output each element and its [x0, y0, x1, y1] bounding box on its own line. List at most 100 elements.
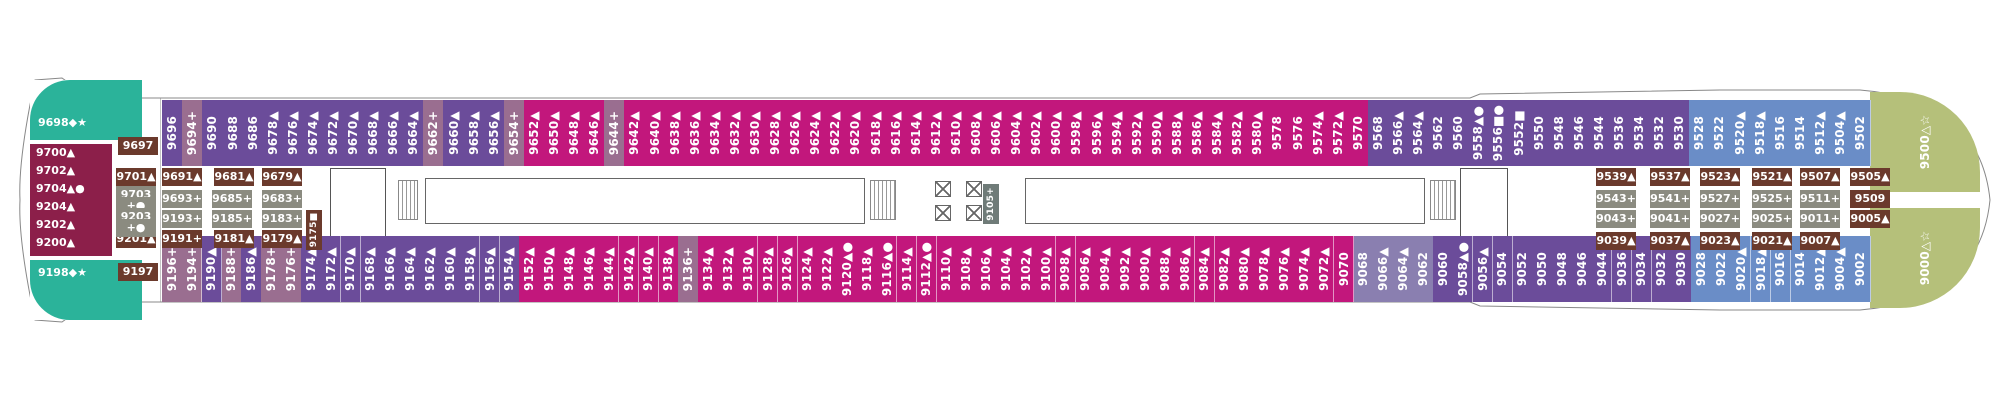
- cabin[interactable]: 9118▲: [857, 236, 878, 302]
- cabin[interactable]: 9620▲: [845, 100, 867, 166]
- cabin-9175[interactable]: 9175■: [306, 210, 322, 250]
- interior-cabin[interactable]: 9027+: [1700, 210, 1740, 228]
- interior-cabin[interactable]: 9693+: [162, 190, 202, 208]
- interior-cabin[interactable]: 9523▲: [1700, 168, 1740, 186]
- cabin[interactable]: 9056▲: [1472, 236, 1494, 302]
- cabin[interactable]: 9686: [242, 100, 264, 166]
- cabin[interactable]: 9502: [1849, 100, 1872, 166]
- interior-cabin[interactable]: 9521▲: [1752, 168, 1792, 186]
- cabin[interactable]: 9588▲: [1166, 100, 1189, 166]
- cabin[interactable]: 9144▲: [598, 236, 620, 302]
- cabin[interactable]: 9600▲: [1046, 100, 1068, 166]
- interior-cabin[interactable]: 9037▲: [1650, 232, 1690, 250]
- cabin[interactable]: 9644+: [604, 100, 626, 166]
- cabin[interactable]: 9070: [1333, 236, 1355, 302]
- cabin[interactable]: 9068: [1353, 236, 1375, 302]
- cabin[interactable]: 9602▲: [1026, 100, 1048, 166]
- cabin[interactable]: 9134▲: [698, 236, 719, 302]
- cabin[interactable]: 9116▲●: [876, 236, 898, 302]
- interior-cabin[interactable]: 9183+: [262, 210, 302, 228]
- cabin[interactable]: 9052: [1512, 236, 1533, 302]
- cabin[interactable]: 9110▲: [936, 236, 958, 302]
- cabin[interactable]: 9080▲: [1234, 236, 1255, 302]
- cabin[interactable]: 9066▲: [1373, 236, 1394, 302]
- cabin[interactable]: 9164▲: [400, 236, 421, 302]
- interior-cabin[interactable]: 9511+: [1800, 190, 1840, 208]
- cabin[interactable]: 9522: [1709, 100, 1731, 166]
- cabin[interactable]: 9128▲: [757, 236, 779, 302]
- cabin[interactable]: 9166▲: [380, 236, 401, 302]
- cabin[interactable]: 9556■●: [1488, 100, 1510, 166]
- cabin[interactable]: 9152▲: [519, 236, 540, 302]
- cabin[interactable]: 9670▲: [342, 100, 365, 166]
- interior-cabin[interactable]: 9685+: [212, 190, 252, 208]
- cabin[interactable]: 9124▲: [797, 236, 819, 302]
- cabin[interactable]: 9596▲: [1086, 100, 1108, 166]
- cabin[interactable]: 9606▲: [985, 100, 1008, 166]
- interior-cabin[interactable]: 9509: [1850, 190, 1890, 208]
- interior-cabin[interactable]: 9701▲: [116, 168, 156, 186]
- interior-cabin[interactable]: 9185+: [212, 210, 252, 228]
- interior-cabin[interactable]: 9541+: [1650, 190, 1690, 208]
- interior-cabin[interactable]: 9537▲: [1650, 168, 1690, 186]
- cabin[interactable]: 9534: [1628, 100, 1651, 166]
- interior-cabin[interactable]: 9039▲: [1596, 232, 1636, 250]
- interior-cabin[interactable]: 9023▲: [1700, 232, 1740, 250]
- cabin[interactable]: 9520▲: [1729, 100, 1751, 166]
- cabin[interactable]: 9512▲: [1809, 100, 1832, 166]
- cabin[interactable]: 9072▲: [1313, 236, 1335, 302]
- interior-cabin[interactable]: 9043+: [1596, 210, 1636, 228]
- cabin[interactable]: 9592▲: [1126, 100, 1149, 166]
- cabin[interactable]: 9104▲: [996, 236, 1017, 302]
- cabin[interactable]: 9570: [1347, 100, 1370, 166]
- cabin[interactable]: 9168▲: [360, 236, 382, 302]
- cabin[interactable]: 9062: [1413, 236, 1434, 302]
- cabin[interactable]: 9572▲: [1327, 100, 1349, 166]
- cabin[interactable]: 9608▲: [965, 100, 988, 166]
- cabin[interactable]: 9560: [1448, 100, 1470, 166]
- cabin[interactable]: 9696: [162, 100, 184, 166]
- cabin[interactable]: 9668▲: [362, 100, 385, 166]
- cabin[interactable]: 9676▲: [282, 100, 305, 166]
- cabin[interactable]: 9660▲: [443, 100, 465, 166]
- cabin[interactable]: 9594▲: [1106, 100, 1128, 166]
- cabin[interactable]: 9060: [1433, 236, 1454, 302]
- cabin[interactable]: 9574▲: [1307, 100, 1329, 166]
- cabin[interactable]: 9532: [1648, 100, 1671, 166]
- interior-cabin[interactable]: 9181▲: [214, 230, 254, 248]
- cabin[interactable]: 9568: [1367, 100, 1390, 166]
- cabin[interactable]: 9576: [1287, 100, 1309, 166]
- cabin[interactable]: 9552■: [1508, 100, 1530, 166]
- cabin[interactable]: 9652▲: [523, 100, 546, 166]
- cabin[interactable]: 9150▲: [539, 236, 560, 302]
- cabin[interactable]: 9002: [1850, 236, 1871, 302]
- cabin[interactable]: 9674▲: [302, 100, 325, 166]
- cabin[interactable]: 9098▲: [1055, 236, 1077, 302]
- cabin[interactable]: 9142▲: [618, 236, 640, 302]
- interior-cabin[interactable]: 9539▲: [1596, 168, 1636, 186]
- interior-cabin[interactable]: 9193+: [162, 210, 202, 228]
- cabin[interactable]: 9082▲: [1214, 236, 1236, 302]
- stern-cabin-label[interactable]: 9704▲●: [36, 182, 85, 195]
- cabin[interactable]: 9694+: [182, 100, 204, 166]
- cabin[interactable]: 9086▲: [1174, 236, 1196, 302]
- interior-cabin[interactable]: 9021▲: [1752, 232, 1792, 250]
- cabin[interactable]: 9048: [1552, 236, 1573, 302]
- interior-cabin[interactable]: 9025+: [1752, 210, 1792, 228]
- cabin[interactable]: 9090▲: [1135, 236, 1156, 302]
- cabin[interactable]: 9058▲●: [1452, 236, 1474, 302]
- cabin-9105[interactable]: 9105+: [983, 184, 999, 224]
- cabin[interactable]: 9102▲: [1016, 236, 1037, 302]
- cabin[interactable]: 9642▲: [624, 100, 646, 166]
- cabin[interactable]: 9562: [1427, 100, 1450, 166]
- cabin[interactable]: 9530: [1669, 100, 1691, 166]
- cabin[interactable]: 9566▲: [1387, 100, 1410, 166]
- cabin-tag-9697[interactable]: 9697: [118, 137, 158, 155]
- interior-cabin[interactable]: 9691▲: [162, 168, 202, 186]
- cabin[interactable]: 9564▲: [1407, 100, 1430, 166]
- cabin[interactable]: 9136+: [678, 236, 699, 302]
- cabin[interactable]: 9518▲: [1749, 100, 1771, 166]
- cabin[interactable]: 9546: [1568, 100, 1591, 166]
- cabin[interactable]: 9108▲: [956, 236, 977, 302]
- cabin[interactable]: 9628▲: [764, 100, 787, 166]
